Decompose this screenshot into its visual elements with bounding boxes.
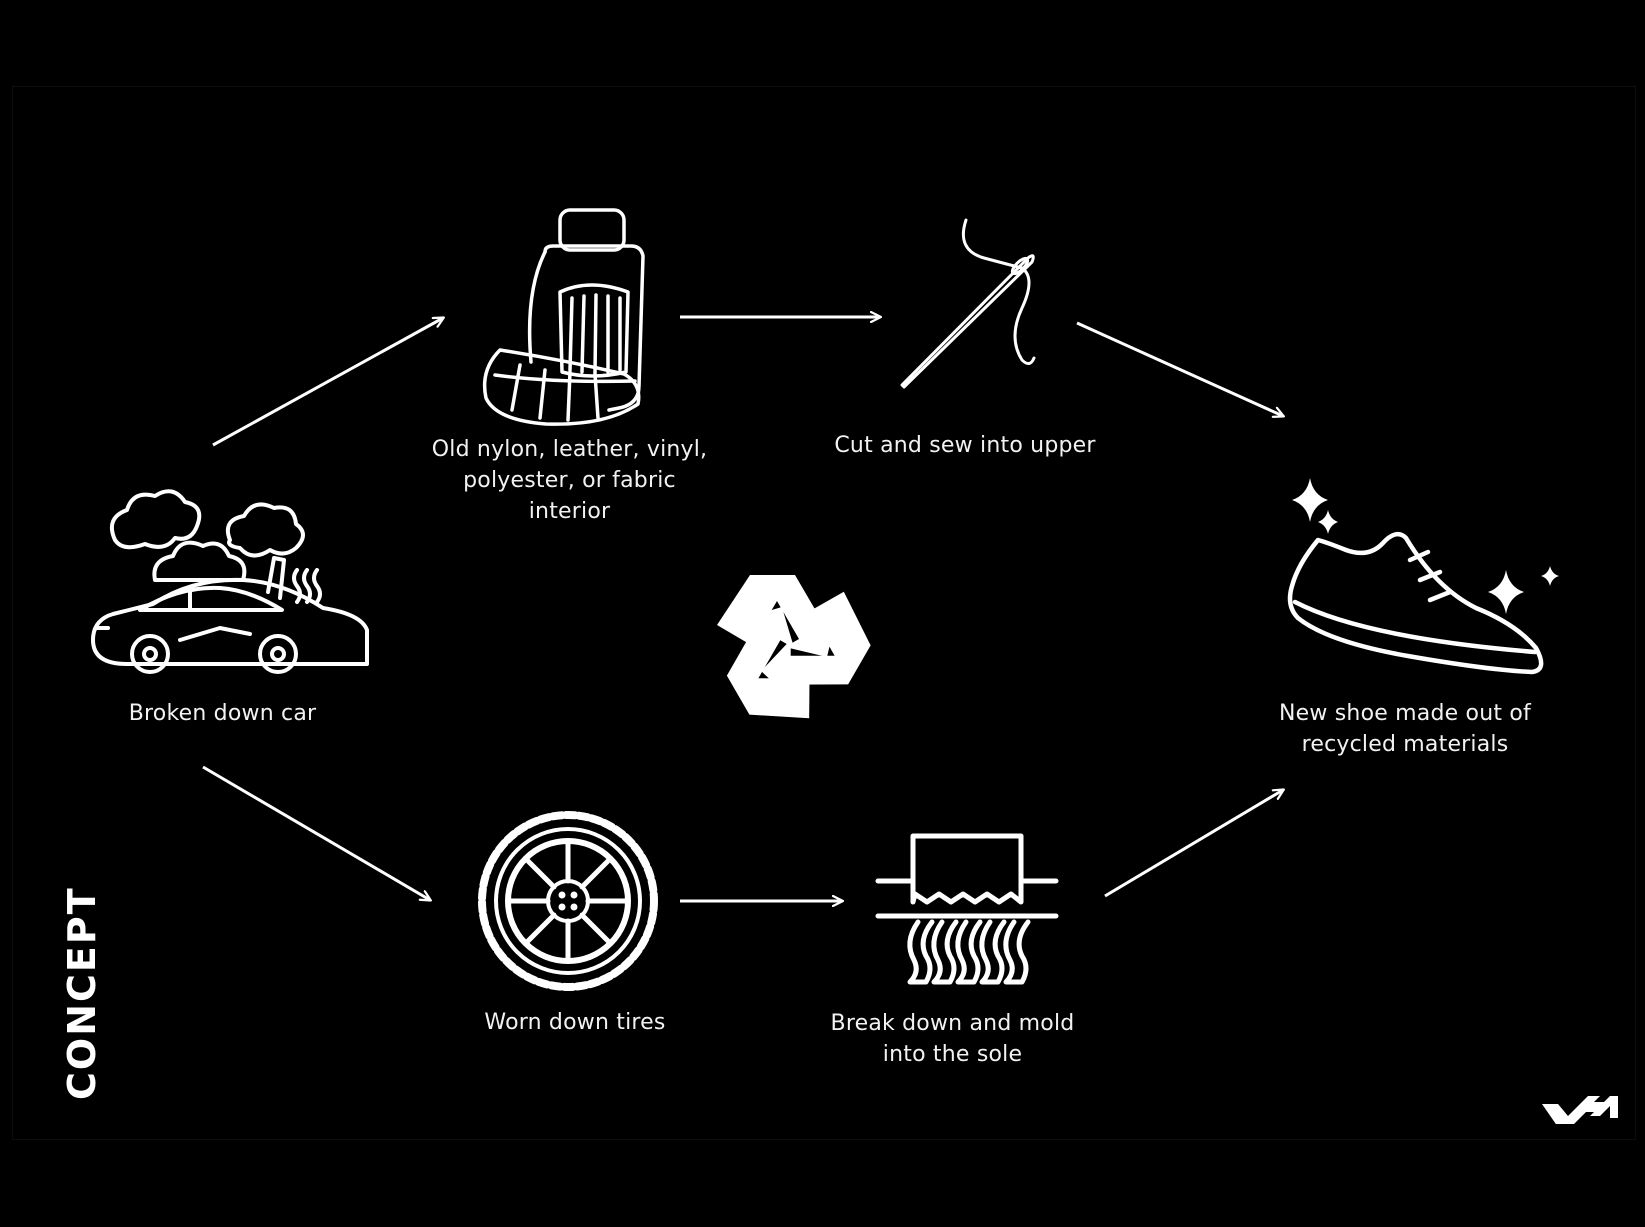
section-title: CONCEPT <box>60 886 104 1100</box>
arrow-car-to-tire <box>202 765 430 900</box>
flow-arrows <box>202 317 1283 901</box>
label-needle: Cut and sew into upper <box>834 433 1096 458</box>
arrow-needle-to-shoe <box>1076 321 1283 416</box>
sparkle-icons <box>1292 478 1559 614</box>
brand-logo-icon <box>1542 1096 1618 1124</box>
label-new-shoe: New shoe made out of recycled materials <box>1278 701 1531 757</box>
broken-car-icon <box>91 489 369 674</box>
car-seat-icon <box>482 208 645 426</box>
tire-icon <box>478 811 658 991</box>
label-car-seat: Old nylon, leather, vinyl, polyester, or… <box>431 437 708 524</box>
label-shredder: Break down and mold into the sole <box>830 1011 1075 1067</box>
shredder-icon <box>875 833 1059 985</box>
arrow-shredder-to-shoe <box>1104 790 1283 898</box>
arrow-car-to-seat <box>212 318 443 447</box>
label-broken-car: Broken down car <box>128 701 317 726</box>
recycle-icon <box>717 575 871 719</box>
label-tires: Worn down tires <box>484 1010 666 1035</box>
sparkling-shoe-icon <box>1287 531 1544 675</box>
needle-thread-icon <box>900 218 1036 389</box>
